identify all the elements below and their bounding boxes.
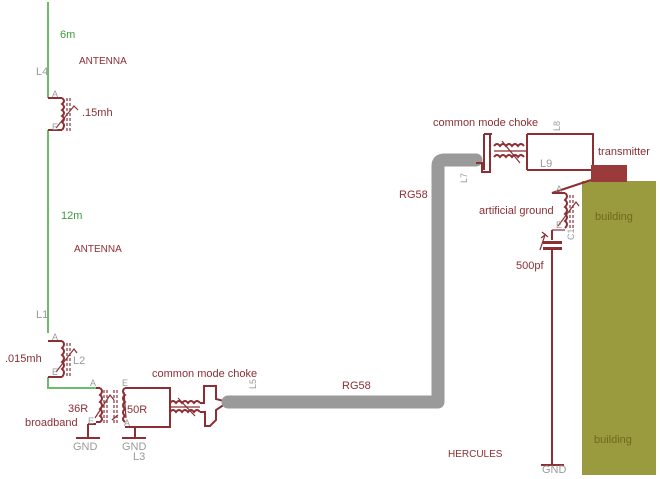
common-mode-choke-bottom bbox=[169, 385, 231, 427]
artificial-ground-inductor bbox=[551, 179, 592, 240]
label-l4-value: .15mh bbox=[82, 107, 113, 119]
inductor-l2 bbox=[48, 340, 78, 378]
pin-label: A bbox=[90, 378, 96, 388]
label-gnd-mid: GND bbox=[122, 441, 147, 453]
label-l5: L5 bbox=[248, 379, 258, 389]
pin-label: E bbox=[52, 122, 58, 132]
label-l7: L7 bbox=[459, 173, 469, 183]
pin-label: E bbox=[556, 220, 562, 230]
pin-label: A bbox=[556, 184, 562, 194]
transformer-36r-50r bbox=[76, 387, 171, 439]
label-36r: 36R bbox=[68, 403, 88, 415]
label-l3: L3 bbox=[133, 451, 145, 463]
label-l9: L9 bbox=[540, 158, 552, 170]
pin-label: E bbox=[122, 378, 128, 388]
label-broadband: broadband bbox=[25, 417, 78, 429]
label-l8: L8 bbox=[552, 121, 562, 131]
label-50r: 50R bbox=[127, 404, 147, 416]
label-rg58-bottom: RG58 bbox=[342, 380, 371, 392]
pin-label: E bbox=[88, 416, 94, 426]
coax-rg58 bbox=[221, 153, 483, 409]
label-l4: L4 bbox=[36, 66, 48, 78]
label-l1: L1 bbox=[36, 309, 48, 321]
label-antenna-bottom: ANTENNA bbox=[74, 244, 122, 255]
label-building-bottom: building bbox=[594, 434, 632, 446]
capacitor-c1 bbox=[539, 231, 564, 466]
label-capacitor-value: 500pf bbox=[516, 260, 544, 272]
label-l2: L2 bbox=[73, 355, 85, 367]
label-cmc-top: common mode choke bbox=[433, 117, 538, 129]
label-transmitter: transmitter bbox=[598, 146, 650, 158]
label-building-top: building bbox=[595, 211, 633, 223]
label-gnd-right: GND bbox=[542, 464, 567, 476]
label-hercules: HERCULES bbox=[448, 449, 503, 460]
label-cmc-bottom: common mode choke bbox=[152, 368, 257, 380]
label-antenna-top: ANTENNA bbox=[79, 56, 127, 67]
label-c1: C1 bbox=[566, 228, 576, 240]
label-12m: 12m bbox=[61, 210, 82, 222]
antenna-feed-wire bbox=[47, 377, 96, 389]
label-gnd-left: GND bbox=[73, 441, 98, 453]
transmitter-block bbox=[591, 165, 627, 182]
label-artificial-ground: artificial ground bbox=[479, 205, 554, 217]
label-l2-value: .015mh bbox=[5, 353, 42, 365]
building-block bbox=[582, 181, 656, 475]
inductor-l4 bbox=[48, 97, 79, 132]
pin-label: A bbox=[52, 89, 58, 99]
label-6m: 6m bbox=[60, 29, 75, 41]
label-rg58-vertical: RG58 bbox=[399, 189, 428, 201]
pin-label: A bbox=[124, 418, 130, 428]
pin-label: A bbox=[52, 332, 58, 342]
pin-label: E bbox=[52, 367, 58, 377]
common-mode-choke-top bbox=[476, 133, 594, 173]
